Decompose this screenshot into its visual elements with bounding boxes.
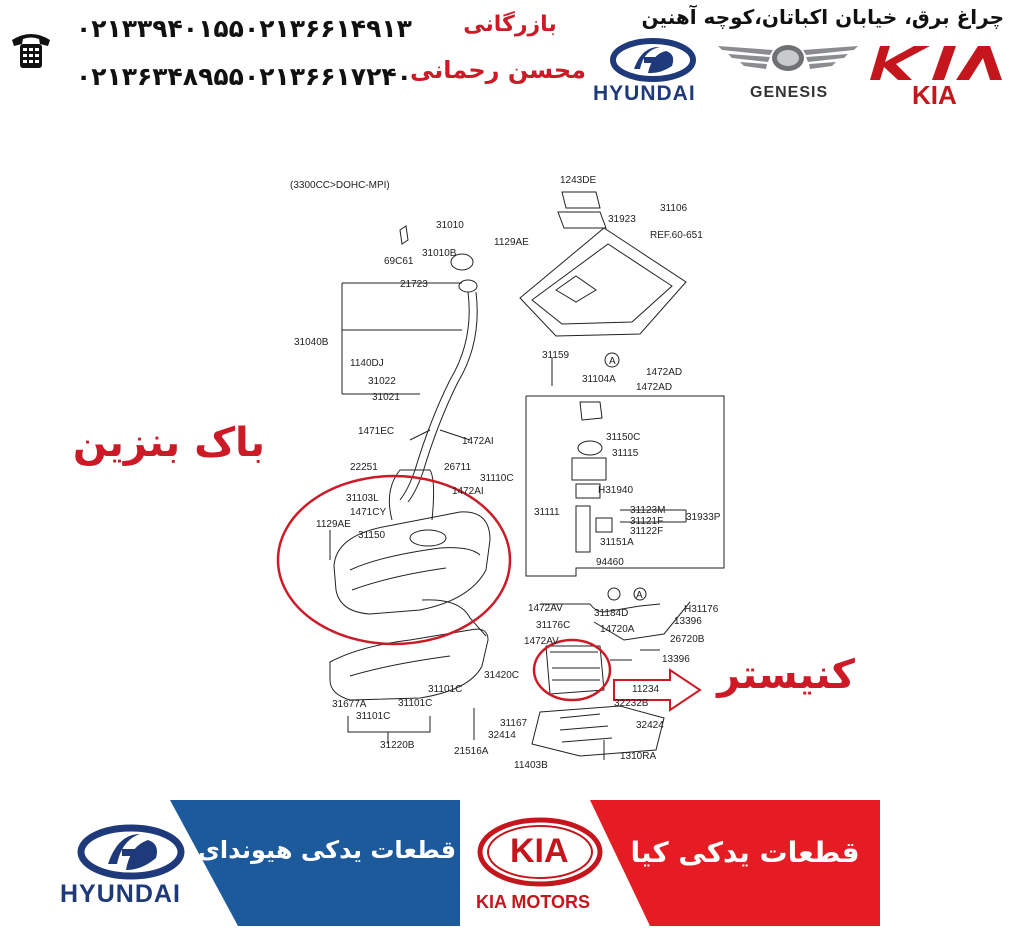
annotation-fuel-tank: باک بنزین (72, 420, 266, 466)
part-label: REF.60-651 (650, 230, 703, 241)
part-label: 31110C (480, 473, 514, 484)
hyundai-banner-wordmark: HYUNDAI (60, 880, 181, 908)
part-label: 11403B (514, 760, 548, 771)
part-label: 31150 (358, 530, 386, 541)
part-label: 1472AI (462, 436, 494, 447)
part-label: 31101C (356, 711, 390, 722)
kia-banner-wordmark: KIA (510, 832, 569, 870)
phone-number-4: ۰۲۱۳۶۶۱۷۲۴۰ (244, 62, 412, 91)
part-label: 69C61 (384, 256, 414, 267)
part-label: 1243DE (560, 175, 596, 186)
part-label: 31220B (380, 740, 415, 751)
part-label: 1310RA (620, 751, 656, 762)
phone-number-1: ۰۲۱۳۳۹۴۰۱۵۵ (76, 14, 244, 43)
part-label: 31677A (332, 699, 367, 710)
part-label: 26720B (670, 634, 705, 645)
part-label: 31021 (372, 392, 400, 403)
part-label: 31101C (398, 698, 432, 709)
callout-letter: A (636, 590, 643, 601)
callout-letter: A (609, 356, 616, 367)
part-label: 21516A (454, 746, 489, 757)
part-label: 1129AE (316, 519, 351, 530)
engine-note: (3300CC>DOHC-MPI) (290, 180, 390, 191)
bottom-banner (77, 800, 880, 926)
part-label: 31010 (436, 220, 464, 231)
hyundai-banner-bg (170, 800, 460, 926)
part-label: 26711 (444, 462, 472, 473)
part-label: 1472AV (528, 603, 563, 614)
part-label: 1129AE (494, 237, 529, 248)
part-label: H31176 (684, 604, 719, 615)
genesis-wings-icon (718, 45, 858, 71)
part-label: 13396 (662, 654, 690, 665)
part-label: 14720A (600, 624, 635, 635)
part-label: 1472AD (646, 367, 682, 378)
part-label: 31150C (606, 432, 640, 443)
part-label: 31176C (536, 620, 570, 631)
kia-banner-bg (590, 800, 880, 926)
annotation-canister: کنیستر (717, 652, 855, 698)
part-label: 32232B (614, 698, 649, 709)
seller-name: محسن رحمانی (409, 56, 586, 84)
address: چراغ برق، خیابان اکباتان،کوچه آهنین (641, 5, 1004, 29)
hyundai-logo-icon (610, 38, 696, 82)
kia-script-logo-icon (870, 46, 1002, 80)
part-label: 31420C (484, 670, 519, 681)
part-label: 1472AI (452, 486, 484, 497)
part-label: 31103L (346, 493, 379, 504)
phone-number-3: ۰۲۱۳۶۳۴۸۹۵۵ (76, 62, 244, 91)
part-label: 31122F (630, 526, 663, 537)
part-label: 1472AV (524, 636, 559, 647)
part-label: 31933P (686, 512, 721, 523)
part-label: 31923 (608, 214, 636, 225)
part-label: 31184D (594, 608, 628, 619)
parts-diagram: (3300CC>DOHC-MPI) 1243DE 31106 31923 REF… (276, 175, 725, 771)
hyundai-banner-logo-icon (77, 824, 185, 880)
genesis-wordmark: GENESIS (750, 84, 829, 101)
part-label: 32414 (488, 730, 516, 741)
part-label: 94460 (596, 557, 624, 568)
part-label: H31940 (598, 485, 633, 496)
hyundai-wordmark: HYUNDAI (593, 82, 696, 105)
part-label: 31101C (428, 684, 462, 695)
kia-banner-logo-icon (477, 817, 603, 887)
part-label: 31111 (534, 507, 560, 518)
hyundai-parts-title: قطعات یدکی هیوندای (197, 836, 457, 864)
part-label: 31159 (542, 350, 570, 361)
part-label: 31151A (600, 537, 634, 548)
part-label: 31040B (294, 337, 329, 348)
part-label: 31010B (422, 248, 457, 259)
seller-title: بازرگانی (463, 12, 557, 37)
part-label: 31022 (368, 376, 396, 387)
part-label: 1140DJ (350, 358, 384, 369)
part-label: 31123M (630, 505, 665, 516)
part-label: 21723 (400, 279, 428, 290)
part-label: 32424 (636, 720, 664, 731)
part-label: 31115 (612, 448, 639, 459)
part-label: 1472AD (636, 382, 672, 393)
part-label: 31106 (660, 203, 688, 214)
part-label: 31167 (500, 718, 528, 729)
telephone-icon (12, 34, 50, 68)
part-label: 22251 (350, 462, 378, 473)
phone-number-2: ۰۲۱۳۶۶۱۴۹۱۳ (244, 14, 412, 43)
part-label: 31104A (582, 374, 616, 385)
part-label: 31121F (630, 516, 663, 527)
kia-wordmark: KIA (912, 80, 957, 110)
part-label: 11234 (632, 684, 660, 695)
part-label: 13396 (674, 616, 702, 627)
part-label: 1471CY (350, 507, 386, 518)
part-label: 1471EC (358, 426, 394, 437)
kia-motors-text: KIA MOTORS (476, 892, 591, 912)
kia-parts-title: قطعات یدکی کیا (630, 836, 860, 869)
